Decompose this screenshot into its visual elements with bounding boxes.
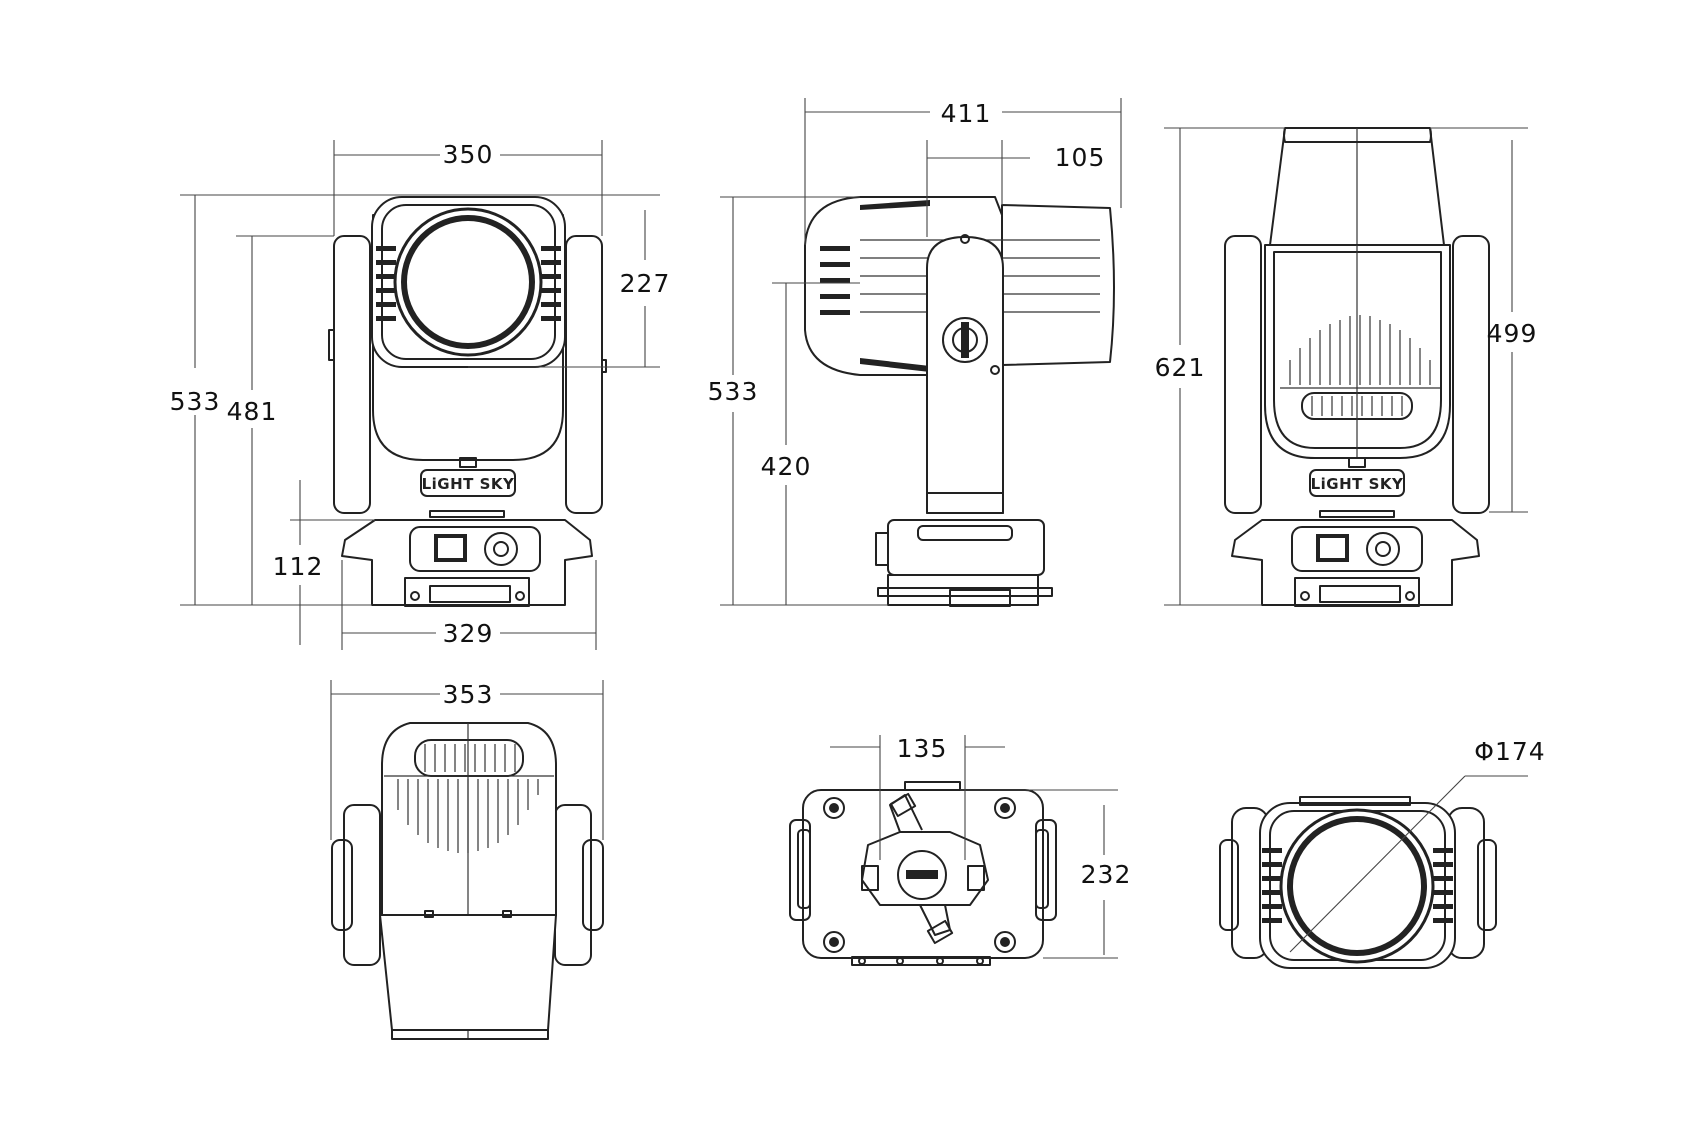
front-lens-outer	[393, 207, 543, 357]
dim-front-height-total: 533	[170, 387, 221, 416]
back-view: LiGHT SKY	[1224, 127, 1490, 607]
dim-side-total-depth: 411	[941, 99, 992, 128]
lens-view-lens-outer	[1279, 808, 1435, 964]
front-view: LiGHT SKY	[328, 196, 607, 607]
dim-bottom-depth: 232	[1081, 860, 1132, 889]
dim-back-height-upper: 499	[1487, 319, 1538, 348]
dim-side-front-protrusion: 105	[1055, 143, 1106, 172]
top-lens-rim	[391, 1029, 549, 1040]
back-yoke-left	[1224, 235, 1262, 514]
dim-front-base-height: 112	[273, 552, 324, 581]
dim-top-width: 353	[443, 680, 494, 709]
front-base	[341, 519, 593, 606]
dim-lens-diameter: Φ174	[1474, 737, 1545, 766]
dim-back-height-tilted: 621	[1155, 353, 1206, 382]
back-yoke-right	[1452, 235, 1490, 514]
bottom-view-dimensions: 135 232	[830, 734, 1132, 959]
back-logo-text: LiGHT SKY	[1311, 475, 1404, 493]
back-view-dimensions: 621 499	[1155, 127, 1538, 606]
side-lens-barrel	[1001, 204, 1115, 366]
side-base	[887, 519, 1045, 576]
top-view-dimensions: 353	[330, 680, 604, 840]
back-control-knob	[1366, 532, 1400, 566]
bottom-screw-tr	[994, 797, 1016, 819]
bottom-screw-br	[994, 931, 1016, 953]
front-control-knob	[484, 532, 518, 566]
top-view	[331, 722, 604, 1040]
dim-side-tilt-axis: 420	[761, 452, 812, 481]
bottom-screw-tl	[823, 797, 845, 819]
side-view	[804, 196, 1115, 607]
back-base	[1231, 519, 1480, 606]
front-logo-text: LiGHT SKY	[422, 475, 515, 493]
bottom-screw-bl	[823, 931, 845, 953]
dim-front-height-head: 481	[227, 397, 278, 426]
lens-view-fins	[1262, 848, 1453, 923]
bottom-view	[789, 781, 1057, 966]
side-view-dimensions: 411 105 533 420	[708, 98, 1122, 606]
dim-front-base-width: 329	[443, 619, 494, 648]
top-lens-barrel	[379, 914, 557, 1031]
dim-front-head-height: 227	[620, 269, 671, 298]
front-head-fins	[376, 246, 561, 321]
front-yoke-left	[333, 235, 371, 514]
front-yoke-right	[565, 235, 603, 514]
dim-bottom-mount-spacing: 135	[897, 734, 948, 763]
top-yoke-right	[554, 804, 592, 966]
front-logo-plate	[420, 469, 516, 497]
front-base-foot	[404, 577, 530, 607]
side-yoke-arm	[926, 236, 1004, 514]
dim-side-height-total: 533	[708, 377, 759, 406]
back-logo-plate	[1309, 469, 1405, 497]
top-vent-grille	[384, 739, 554, 853]
top-yoke-left	[343, 804, 381, 966]
lens-view-dimensions: Φ174	[1289, 737, 1545, 953]
lens-view	[1219, 796, 1497, 969]
front-lens-inner	[401, 215, 535, 349]
front-view-dimensions: 350 533 481 227 112 329	[170, 140, 671, 650]
bottom-omega-bracket	[861, 792, 989, 945]
front-base-panel	[409, 526, 541, 572]
lens-view-lens-inner	[1287, 816, 1427, 956]
dim-front-width: 350	[443, 140, 494, 169]
